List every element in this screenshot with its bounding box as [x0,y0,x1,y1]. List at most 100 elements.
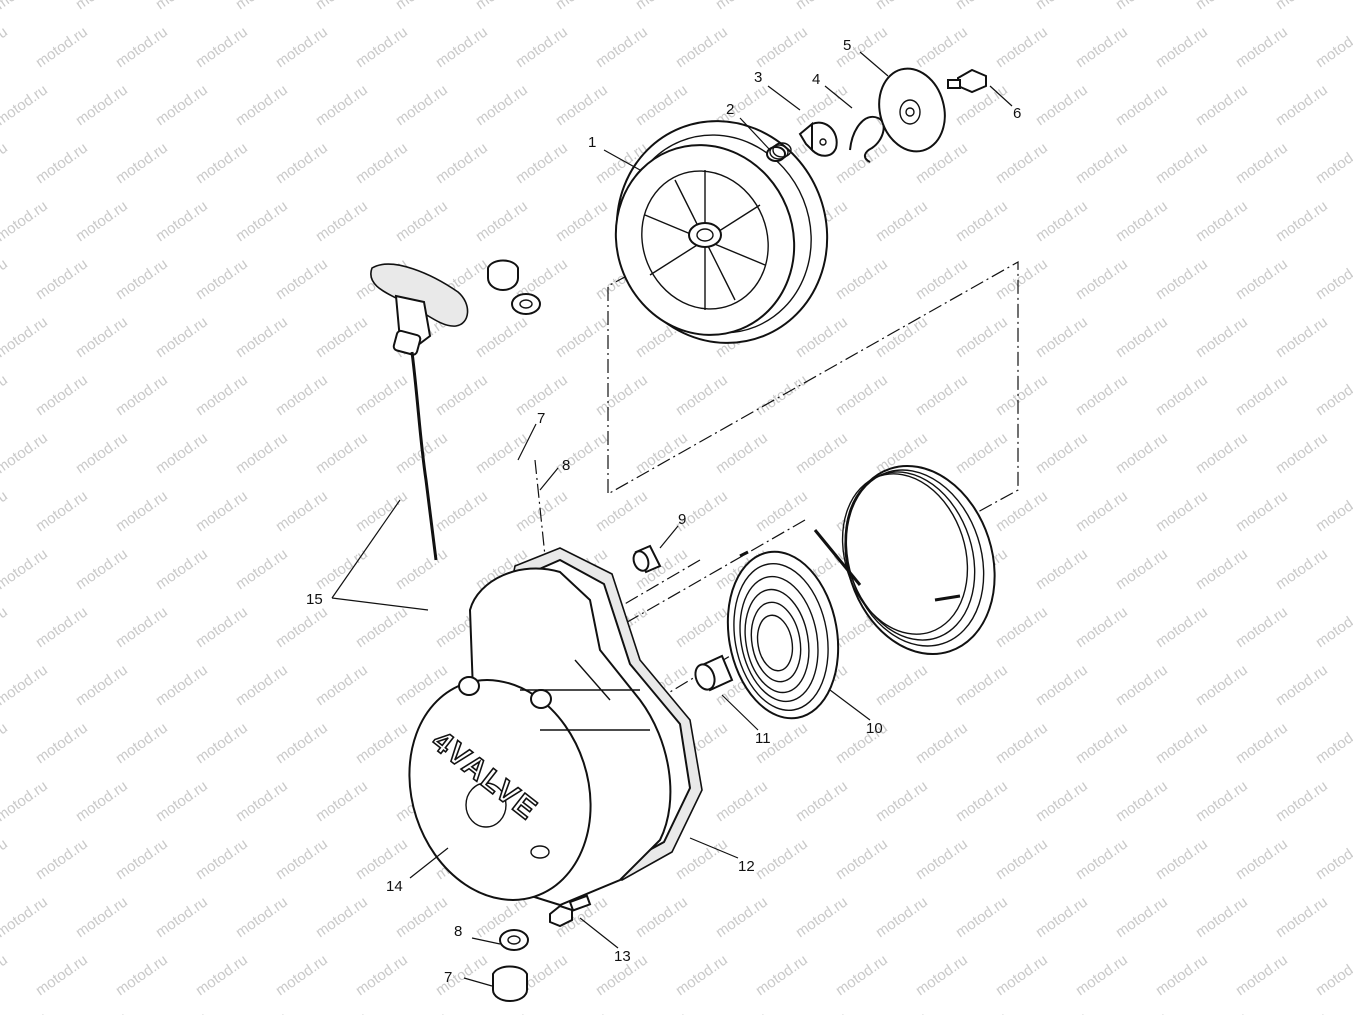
watermark-text: motod.ru [73,545,131,593]
watermark-text: motod.ru [1233,719,1291,767]
watermark-text: motod.ru [73,1009,131,1015]
watermark-text: motod.ru [473,0,531,13]
watermark-text: motod.ru [33,719,91,767]
watermark-text: motod.ru [1233,835,1291,883]
watermark-text: motod.ru [193,603,251,651]
watermark-text: motod.ru [593,23,651,71]
watermark-text: motod.ru [593,487,651,535]
watermark-text: motod.ru [993,487,1051,535]
watermark-text: motod.ru [713,777,771,825]
watermark-text: motod.ru [153,893,211,941]
watermark-text: motod.ru [1073,23,1131,71]
watermark-text: motod.ru [913,835,971,883]
watermark-text: motod.ru [993,603,1051,651]
watermark-text: motod.ru [1113,81,1171,129]
watermark-text: motod.ru [553,1009,611,1015]
watermark-text: motod.ru [753,951,811,999]
plug-lower-part [493,967,527,1002]
watermark-text: motod.ru [633,81,691,129]
watermark-text: motod.ru [273,719,331,767]
watermark-text: motod.ru [1273,429,1331,477]
watermark-text: motod.ru [393,893,451,941]
watermark-text: motod.ru [313,81,371,129]
watermark-text: motod.ru [833,371,891,419]
watermark-text: motod.ru [833,23,891,71]
watermark-text: motod.ru [1073,371,1131,419]
watermark-text: motod.ru [913,951,971,999]
watermark-text: motod.ru [1313,371,1353,419]
watermark-text: motod.ru [1113,661,1171,709]
watermark-text: motod.ru [1113,893,1171,941]
watermark-text: motod.ru [993,371,1051,419]
watermark-text: motod.ru [1313,603,1353,651]
watermark-text: motod.ru [393,0,451,13]
watermark-text: motod.ru [873,313,931,361]
watermark-text: motod.ru [0,23,11,71]
watermark-text: motod.ru [833,255,891,303]
watermark-text: motod.ru [353,951,411,999]
watermark-text: motod.ru [1113,197,1171,245]
watermark-text: motod.ru [1033,545,1091,593]
watermark-text: motod.ru [1233,371,1291,419]
watermark-text: motod.ru [393,545,451,593]
callout-1: 1 [588,134,596,151]
watermark-text: motod.ru [153,313,211,361]
watermark-text: motod.ru [953,661,1011,709]
watermark-text: motod.ru [1193,661,1251,709]
watermark-text: motod.ru [73,429,131,477]
watermark-text: motod.ru [1153,371,1211,419]
watermark-text: motod.ru [113,487,171,535]
watermark-text: motod.ru [1313,835,1353,883]
watermark-text: motod.ru [673,23,731,71]
watermark-text: motod.ru [33,255,91,303]
watermark-text: motod.ru [1273,1009,1331,1015]
watermark-text: motod.ru [793,429,851,477]
watermark-text: motod.ru [313,777,371,825]
watermark-text: motod.ru [713,893,771,941]
watermark-text: motod.ru [633,429,691,477]
watermark-text: motod.ru [233,81,291,129]
watermark-text: motod.ru [793,0,851,13]
watermark-text: motod.ru [1193,0,1251,13]
watermark-text: motod.ru [193,371,251,419]
watermark-text: motod.ru [1073,487,1131,535]
watermark-text: motod.ru [0,0,51,13]
watermark-text: motod.ru [193,951,251,999]
watermark-text: motod.ru [1193,81,1251,129]
watermark-text: motod.ru [993,835,1051,883]
watermark-text: motod.ru [913,255,971,303]
watermark-text: motod.ru [0,255,11,303]
callout-8a: 8 [562,457,570,474]
watermark-text: motod.ru [273,951,331,999]
watermark-text: motod.ru [953,197,1011,245]
bushing-part [631,546,660,573]
watermark-text: motod.ru [273,255,331,303]
watermark-text: motod.ru [993,23,1051,71]
watermark-text: motod.ru [313,893,371,941]
watermark-text: motod.ru [433,139,491,187]
watermark-text: motod.ru [1193,197,1251,245]
watermark-text: motod.ru [1113,777,1171,825]
watermark-text: motod.ru [73,893,131,941]
watermark-text: motod.ru [793,313,851,361]
bolt-part [948,70,986,92]
watermark-text: motod.ru [513,487,571,535]
watermark-text: motod.ru [193,139,251,187]
watermark-text: motod.ru [753,23,811,71]
watermark-text: motod.ru [1153,487,1211,535]
watermark-text: motod.ru [473,1009,531,1015]
watermark-text: motod.ru [233,429,291,477]
watermark-text: motod.ru [153,81,211,129]
watermark-text: motod.ru [1153,835,1211,883]
watermark-text: motod.ru [1193,545,1251,593]
watermark-text: motod.ru [1313,719,1353,767]
watermark-text: motod.ru [1153,719,1211,767]
watermark-text: motod.ru [313,313,371,361]
watermark-text: motod.ru [73,777,131,825]
watermark-text: motod.ru [1193,429,1251,477]
callout-13: 13 [614,948,631,965]
watermark-text: motod.ru [1113,545,1171,593]
watermark-text: motod.ru [473,197,531,245]
watermark-text: motod.ru [1233,487,1291,535]
watermark-text: motod.ru [1313,487,1353,535]
